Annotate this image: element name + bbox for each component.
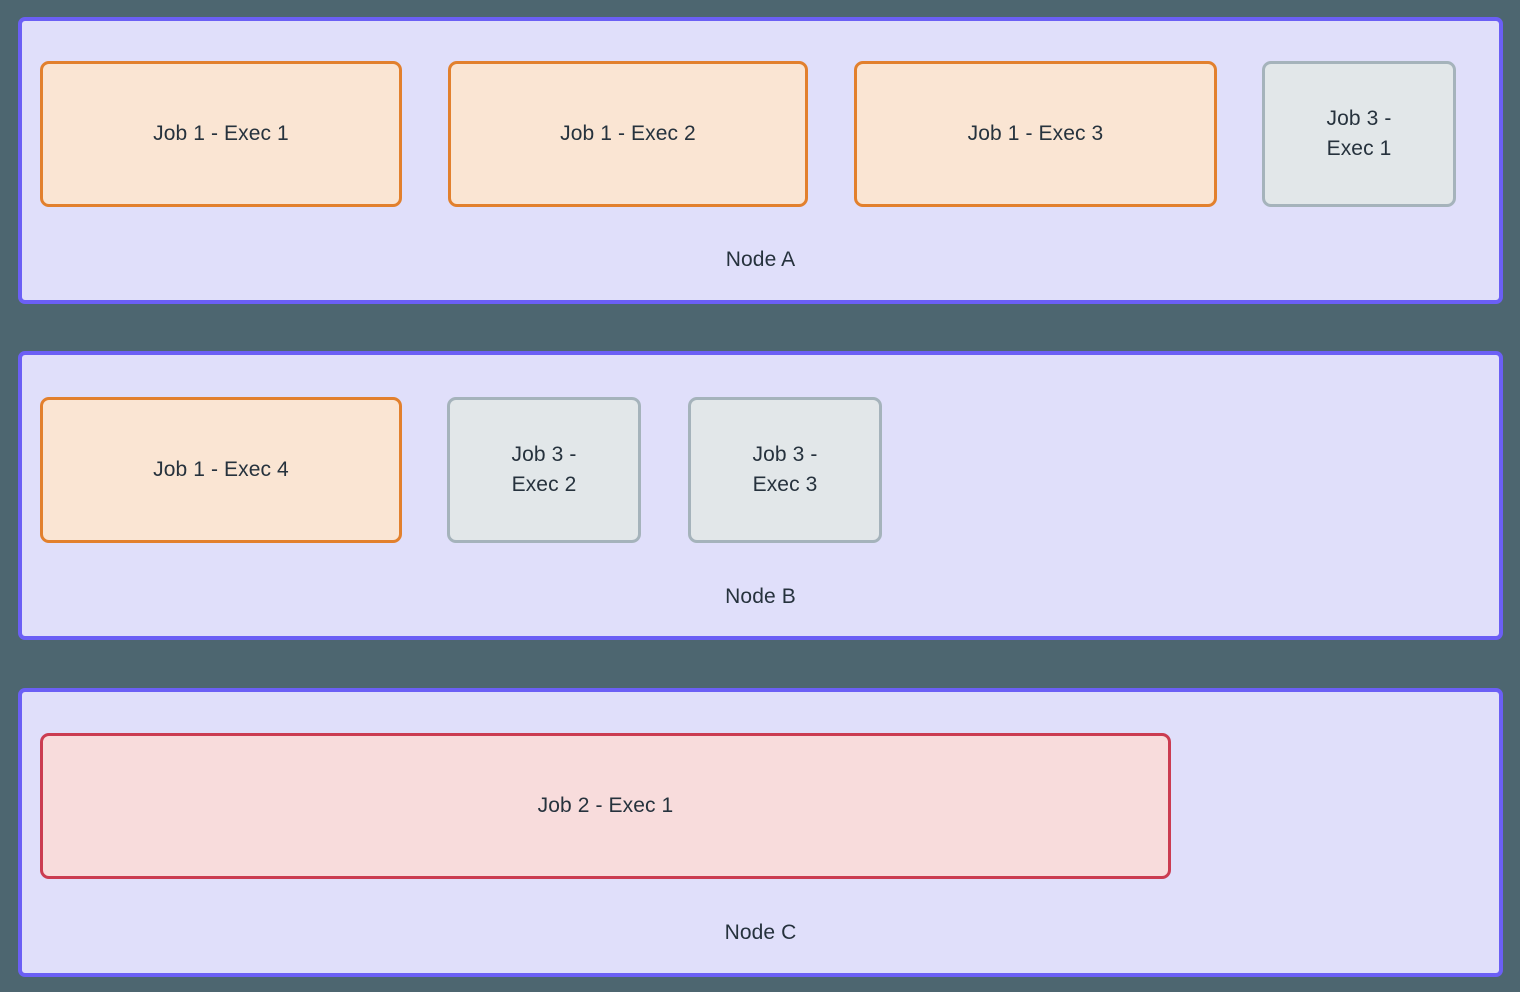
- node-container-node-b: Job 1 - Exec 4 Job 3 - Exec 2 Job 3 - Exec…: [18, 351, 1503, 640]
- job-box-job-2-exec-1[interactable]: Job 2 - Exec 1: [40, 733, 1171, 879]
- node-container-node-a: Job 1 - Exec 1 Job 1 - Exec 2 Job 1 - Exec…: [18, 17, 1503, 304]
- node-label-node-b: Node B: [725, 585, 796, 608]
- job-box-job-1-exec-2[interactable]: Job 1 - Exec 2: [448, 61, 808, 207]
- job-box-job-3-exec-2[interactable]: Job 3 - Exec 2: [447, 397, 641, 543]
- node-container-node-c: Job 2 - Exec 1 Node C: [18, 688, 1503, 977]
- job-box-job-3-exec-1[interactable]: Job 3 - Exec 1: [1262, 61, 1456, 207]
- node-label-node-c: Node C: [724, 921, 797, 944]
- job-box-job-1-exec-3[interactable]: Job 1 - Exec 3: [854, 61, 1217, 207]
- job-box-job-1-exec-4[interactable]: Job 1 - Exec 4: [40, 397, 402, 543]
- job-box-job-3-exec-3[interactable]: Job 3 - Exec 3: [688, 397, 882, 543]
- job-box-job-1-exec-1[interactable]: Job 1 - Exec 1: [40, 61, 402, 207]
- node-label-node-a: Node A: [725, 248, 796, 271]
